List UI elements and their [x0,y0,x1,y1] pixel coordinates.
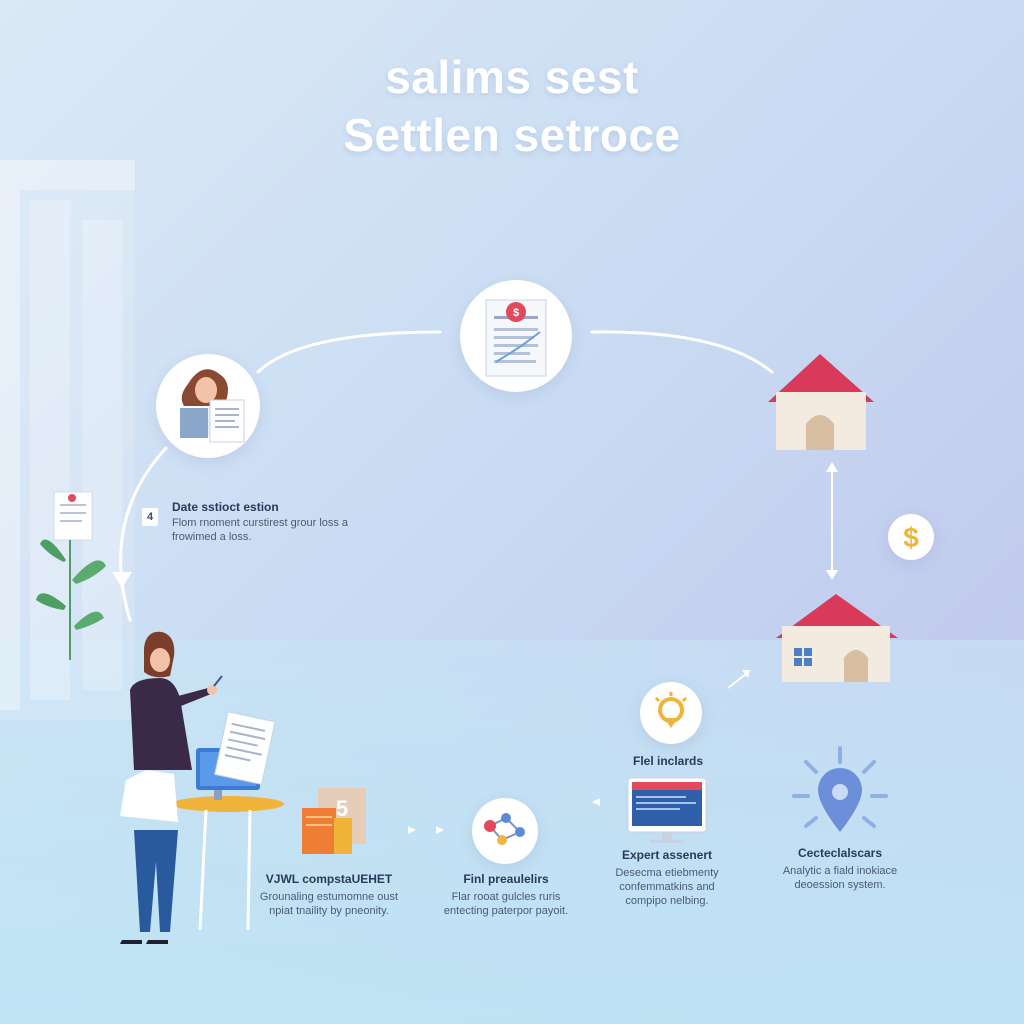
bottom-step-body: Flar rooat gulcles ruris entecting pater… [443,891,569,917]
left-step-caption: Date sstioct estion Flom rnoment curstir… [172,500,352,544]
diagram-title-line-1: salims sest [385,51,639,103]
bottom-step-body: Desecma etiebmenty confemmatkins and com… [615,867,719,907]
step-marker: 4 [142,508,158,526]
bottom-step-caption-2: Finl preaulelirs Flar rooat gulcles ruri… [436,872,576,918]
person-with-document-icon [180,369,245,443]
network-node[interactable] [472,798,538,864]
svg-text:$: $ [903,522,919,553]
diagram-title-line-2: Settlen setroce [343,109,681,161]
bottom-step-caption-4: Cecteclalscars Analytic a fiald inokiace… [778,846,902,892]
bottom-step-caption-3: Expert assenert Desecma etiebmenty confe… [600,848,734,908]
left-step-heading: Date sstioct estion [172,500,279,514]
bottom-step-caption-1: VJWL compstaUEHET Grounaling estumomne o… [254,872,404,918]
insight-bulb-node[interactable] [640,682,702,744]
claim-document-node[interactable]: $ [460,280,572,392]
dollar-document-icon: $ [485,299,547,377]
badge-number: 5 [335,796,349,821]
svg-text:$: $ [513,307,519,319]
bottom-step-heading: Finl preaulelirs [463,872,549,886]
bottom-step-heading: Cecteclalscars [797,846,883,860]
left-step-body: Flom rnoment curstirest grour loss a fro… [172,517,349,543]
lightbulb-icon [654,692,688,728]
down-arrow-icon [112,572,132,588]
bottom-step-heading: Expert assenert [621,848,713,862]
dollar-coin-icon: $ [888,514,934,560]
claimant-node[interactable] [156,354,260,458]
network-icon [484,813,525,845]
bottom-step-heading: VJWL compstaUEHET [265,872,393,886]
window-illustration [0,160,135,720]
bottom-step-body: Grounaling estumomne oust npiat tnaility… [259,891,399,917]
bottom-step-body: Analytic a fiald inokiace deoession syst… [782,865,898,891]
monitor-label: Flel inclards [632,754,704,768]
